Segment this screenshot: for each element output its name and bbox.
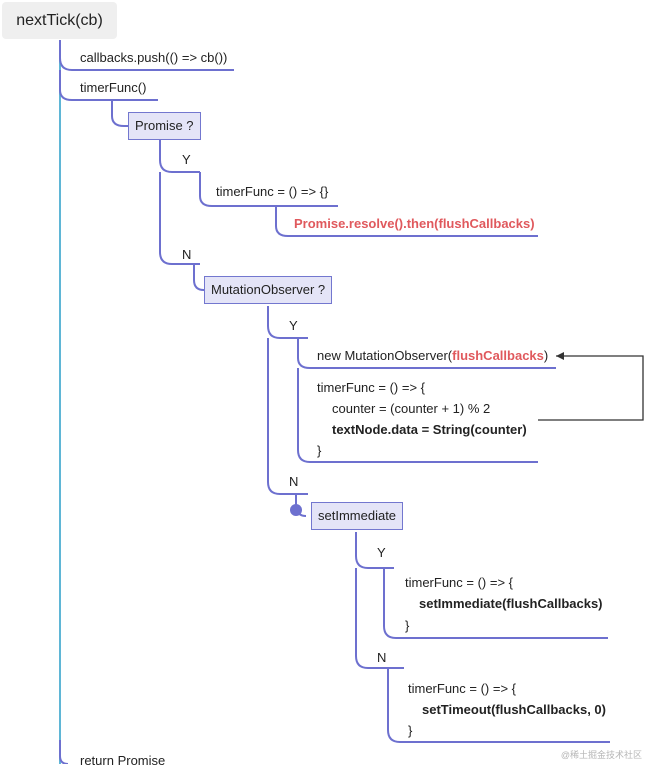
- immediate-branches: [355, 532, 404, 669]
- loop-arrow: [538, 355, 644, 421]
- promise-no-branch: [193, 264, 205, 291]
- mutation-new-prefix: new MutationObserver(: [317, 348, 453, 363]
- promise-branches: [159, 140, 200, 265]
- step-callbacks-push[interactable]: callbacks.push(() => cb()): [80, 50, 228, 65]
- step-timerfunc[interactable]: timerFunc(): [80, 80, 147, 95]
- promise-yes-branch: [199, 172, 338, 207]
- mutation-yes-label: Y: [289, 318, 298, 333]
- mutation-new-arg: flushCallbacks: [452, 348, 544, 363]
- promise-resolve[interactable]: Promise.resolve().then(flushCallbacks): [294, 216, 535, 231]
- mutation-no-label: N: [289, 474, 299, 489]
- immediate-no-call: setTimeout(flushCallbacks, 0): [422, 702, 606, 717]
- promise-yes-label: Y: [182, 152, 191, 167]
- watermark: @稀土掘金技术社区: [560, 750, 642, 760]
- promise-resolve-branch: [275, 206, 538, 237]
- node-mutationobserver-check[interactable]: MutationObserver ?: [204, 276, 333, 304]
- immediate-yes-fn-close: }: [405, 618, 410, 633]
- mutation-branches: [267, 306, 308, 495]
- immediate-yes-fn-open[interactable]: timerFunc = () => {: [405, 575, 514, 590]
- immediate-no-fn-open[interactable]: timerFunc = () => {: [408, 681, 517, 696]
- mutation-new-observer[interactable]: new MutationObserver(flushCallbacks): [317, 348, 548, 364]
- mutation-fn-branch: [297, 368, 538, 463]
- immediate-yes-label: Y: [377, 545, 386, 560]
- mutation-fn-open[interactable]: timerFunc = () => {: [317, 380, 426, 395]
- trunk-branch-return: [59, 740, 69, 764]
- immediate-yes-call: setImmediate(flushCallbacks): [419, 596, 603, 611]
- node-promise-check[interactable]: Promise ?: [128, 112, 201, 140]
- mutation-new-suffix: ): [543, 348, 549, 363]
- mutation-textnode: textNode.data = String(counter): [332, 422, 527, 437]
- loop-arrow-head: [556, 352, 564, 360]
- mutation-fn-close: }: [317, 443, 322, 458]
- trunk-branches: [59, 40, 234, 101]
- connector-promise: [111, 100, 128, 127]
- root-node[interactable]: nextTick(cb): [2, 2, 117, 39]
- promise-no-label: N: [182, 247, 192, 262]
- immediate-yes-branch: [383, 568, 608, 639]
- node-setimmediate[interactable]: setImmediate: [311, 502, 404, 530]
- step-return-promise[interactable]: return Promise: [80, 753, 166, 768]
- connector-dot: [290, 504, 302, 516]
- immediate-no-label: N: [377, 650, 387, 665]
- mutation-counter: counter = (counter + 1) % 2: [332, 401, 491, 416]
- promise-timerfunc[interactable]: timerFunc = () => {}: [216, 184, 329, 199]
- immediate-no-fn-close: }: [408, 723, 413, 738]
- immediate-no-branch: [387, 668, 610, 743]
- mutation-yes-branch: [297, 338, 556, 369]
